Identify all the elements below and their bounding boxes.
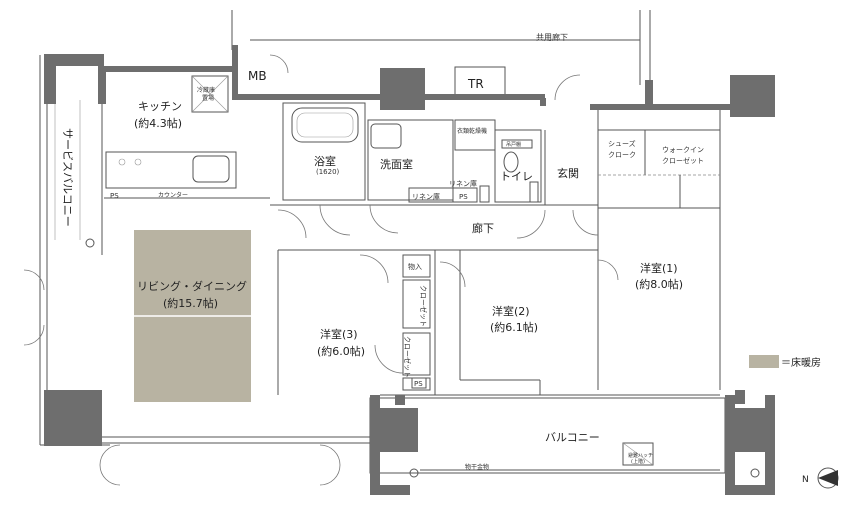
label-bath-size: (1620) [316, 168, 340, 176]
label-ps-kitchen: PS [110, 192, 119, 200]
label-ps-wash: PS [459, 193, 468, 201]
label-fridge-place: 置場 [202, 94, 214, 102]
label-counter: カウンター [158, 191, 188, 199]
label-room1: 洋室(1) [640, 261, 678, 275]
label-living: リビング・ダイニング [137, 279, 247, 293]
label-ps-mid: PS [414, 380, 423, 388]
label-closet-2: クローゼット [403, 336, 412, 378]
label-linen-2: リネン庫 [449, 179, 477, 188]
label-kitchen-size: (約4.3帖) [134, 116, 182, 130]
interior-lines [39, 10, 726, 474]
label-kitchen: キッチン [138, 100, 182, 113]
label-entrance: 玄関 [557, 166, 579, 180]
label-walkin: ウォークイン [662, 146, 704, 154]
label-north: N [802, 475, 809, 485]
label-linen-1: リネン庫 [412, 192, 440, 201]
label-room1-size: (約8.0帖) [635, 277, 683, 291]
label-bath: 浴室 [314, 154, 336, 168]
label-toilet: トイレ [500, 170, 533, 183]
label-washroom: 洗面室 [380, 157, 413, 171]
walls [44, 45, 775, 495]
label-living-size: (約15.7帖) [163, 296, 218, 310]
label-hallway: 廊下 [472, 221, 494, 235]
legend-label: ＝床暖房 [781, 356, 821, 369]
label-shoes-cloak: クローク [608, 151, 636, 159]
label-fridge: 冷蔵庫 [197, 86, 215, 94]
label-mb: MB [248, 69, 267, 83]
label-hatch: 避難ハッチ [628, 452, 653, 459]
legend-swatch [749, 355, 779, 368]
label-walkin-closet: クローゼット [662, 156, 704, 165]
north-arrow-icon [817, 467, 839, 489]
label-tr: TR [467, 77, 484, 91]
label-storage: 物入 [408, 262, 422, 271]
label-room2-size: (約6.1帖) [490, 320, 538, 334]
label-shoes: シューズ [608, 139, 636, 148]
door-swings [23, 54, 619, 486]
label-dryer: 衣類乾燥機 [457, 127, 487, 135]
label-room3-size: (約6.0帖) [317, 344, 365, 358]
label-hatch-upper: (上階) [631, 458, 645, 465]
label-shared-corridor: 共用廊下 [536, 32, 568, 42]
label-room3: 洋室(3) [320, 327, 358, 341]
label-closet-1: クローゼット [419, 285, 428, 327]
label-service-balcony: サービスバルコニー [61, 128, 74, 227]
label-laundry-hardware: 物干金物 [465, 463, 489, 471]
label-room2: 洋室(2) [492, 304, 530, 318]
fixtures [85, 158, 760, 478]
label-balcony: バルコニー [545, 431, 600, 444]
label-toilet-cabinet: 吊戸棚 [506, 141, 521, 148]
